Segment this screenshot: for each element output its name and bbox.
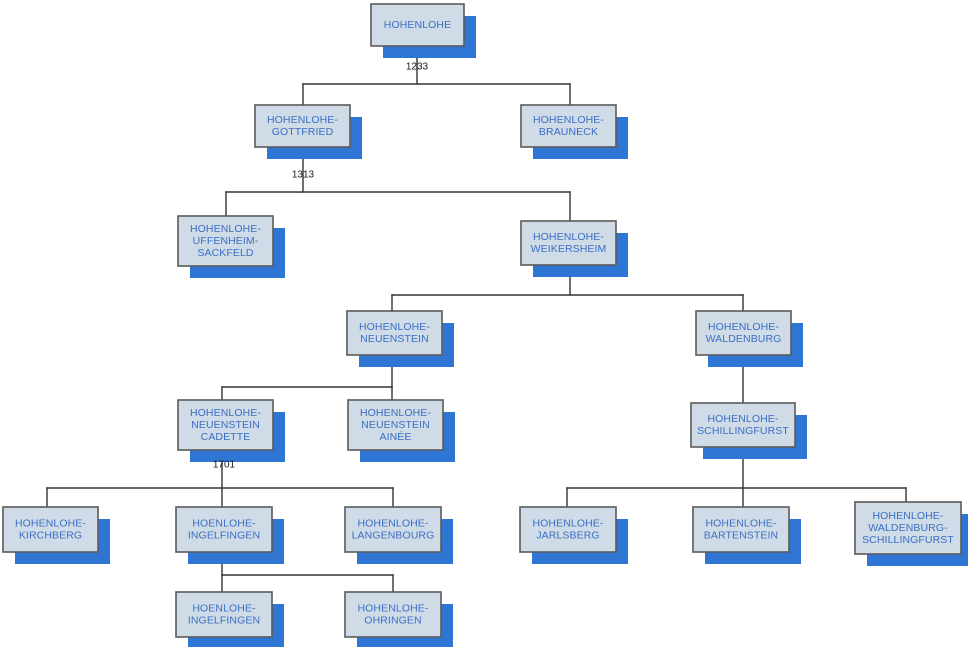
node-box-hoenlohe-ingelfingen-2[interactable] bbox=[175, 591, 273, 638]
node-label-hoenlohe-ingelfingen-2: HOENLOHE-INGELFINGEN bbox=[188, 602, 260, 626]
node-bartenstein[interactable]: HOHENLOHE-BARTENSTEIN bbox=[692, 506, 801, 564]
node-label-hoenlohe-ingelfingen: HOENLOHE-INGELFINGEN bbox=[188, 517, 260, 541]
node-label-kirchberg: HOHENLOHE-KIRCHBERG bbox=[15, 517, 86, 541]
node-box-waldenburg[interactable] bbox=[695, 310, 792, 356]
node-box-kirchberg[interactable] bbox=[2, 506, 99, 553]
node-label-waldenburg: HOHENLOHE-WALDENBURG bbox=[706, 321, 782, 345]
edge-labels-layer: 1233 1313 1701 bbox=[213, 62, 429, 471]
edges-layer bbox=[46, 45, 907, 593]
node-box-uffenheim[interactable] bbox=[177, 215, 274, 267]
node-label-gottfried: HOHENLOHE-GOTTFRIED bbox=[267, 114, 338, 138]
node-waldenburg[interactable]: HOHENLOHE-WALDENBURG bbox=[695, 310, 803, 367]
node-label-uffenheim: HOHENLOHE-UFFENHEIM-SACKFELD bbox=[190, 223, 261, 259]
node-box-bartenstein[interactable] bbox=[692, 506, 790, 553]
node-langenbourg[interactable]: HOHENLOHE-LANGENBOURG bbox=[344, 506, 453, 564]
node-box-neuenstein[interactable] bbox=[346, 310, 443, 356]
node-brauneck[interactable]: HOHENLOHE-BRAUNECK bbox=[520, 104, 628, 159]
node-box-neuenstein-ainee[interactable] bbox=[347, 399, 444, 451]
edge-label-edge-1701: 1701 bbox=[213, 460, 236, 471]
node-box-neuenstein-cadette[interactable] bbox=[177, 399, 274, 451]
node-label-hohenlohe: HOHENLOHE bbox=[384, 19, 451, 31]
node-label-jarlsberg: HOHENLOHE-JARLSBERG bbox=[532, 517, 603, 541]
node-hoenlohe-ingelfingen-2[interactable]: HOENLOHE-INGELFINGEN bbox=[175, 591, 284, 647]
node-box-brauneck[interactable] bbox=[520, 104, 617, 148]
node-label-ohringen: HOHENLOHE-OHRINGEN bbox=[357, 602, 428, 626]
node-box-hoenlohe-ingelfingen[interactable] bbox=[175, 506, 273, 553]
node-neuenstein[interactable]: HOHENLOHE-NEUENSTEIN bbox=[346, 310, 454, 367]
node-box-waldenburg-schillingfurst[interactable] bbox=[854, 501, 962, 555]
node-weikersheim[interactable]: HOHENLOHE-WEIKERSHEIM bbox=[520, 220, 628, 277]
node-label-neuenstein: HOHENLOHE-NEUENSTEIN bbox=[359, 321, 430, 345]
node-label-schillingfurst: HOHENLOHE-SCHILLINGFURST bbox=[697, 413, 789, 437]
node-label-brauneck: HOHENLOHE-BRAUNECK bbox=[533, 114, 604, 138]
node-box-langenbourg[interactable] bbox=[344, 506, 442, 553]
nodes-layer: HOHENLOHE HOHENLOHE-GOTTFRIED HOHENLOHE-BR… bbox=[2, 3, 968, 647]
node-gottfried[interactable]: HOHENLOHE-GOTTFRIED bbox=[254, 104, 362, 159]
node-jarlsberg[interactable]: HOHENLOHE-JARLSBERG bbox=[519, 506, 628, 564]
node-uffenheim[interactable]: HOHENLOHE-UFFENHEIM-SACKFELD bbox=[177, 215, 285, 278]
edge-label-edge-1233: 1233 bbox=[406, 62, 429, 73]
node-kirchberg[interactable]: HOHENLOHE-KIRCHBERG bbox=[2, 506, 110, 564]
node-label-bartenstein: HOHENLOHE-BARTENSTEIN bbox=[704, 517, 778, 541]
node-schillingfurst[interactable]: HOHENLOHE-SCHILLINGFURST bbox=[690, 402, 807, 459]
node-waldenburg-schillingfurst[interactable]: HOHENLOHE-WALDENBURG-SCHILLINGFURST bbox=[854, 501, 968, 566]
node-box-ohringen[interactable] bbox=[344, 591, 442, 638]
edge-label-edge-1313: 1313 bbox=[292, 170, 315, 181]
node-box-hohenlohe[interactable] bbox=[370, 3, 465, 47]
node-box-gottfried[interactable] bbox=[254, 104, 351, 148]
node-box-schillingfurst[interactable] bbox=[690, 402, 796, 448]
node-hohenlohe[interactable]: HOHENLOHE bbox=[370, 3, 476, 58]
node-label-langenbourg: HOHENLOHE-LANGENBOURG bbox=[352, 517, 435, 541]
node-ohringen[interactable]: HOHENLOHE-OHRINGEN bbox=[344, 591, 453, 647]
node-label-weikersheim: HOHENLOHE-WEIKERSHEIM bbox=[531, 231, 607, 255]
node-box-jarlsberg[interactable] bbox=[519, 506, 617, 553]
node-hoenlohe-ingelfingen[interactable]: HOENLOHE-INGELFINGEN bbox=[175, 506, 284, 564]
node-box-weikersheim[interactable] bbox=[520, 220, 617, 266]
node-label-waldenburg-schillingfurst: HOHENLOHE-WALDENBURG-SCHILLINGFURST bbox=[862, 510, 954, 546]
